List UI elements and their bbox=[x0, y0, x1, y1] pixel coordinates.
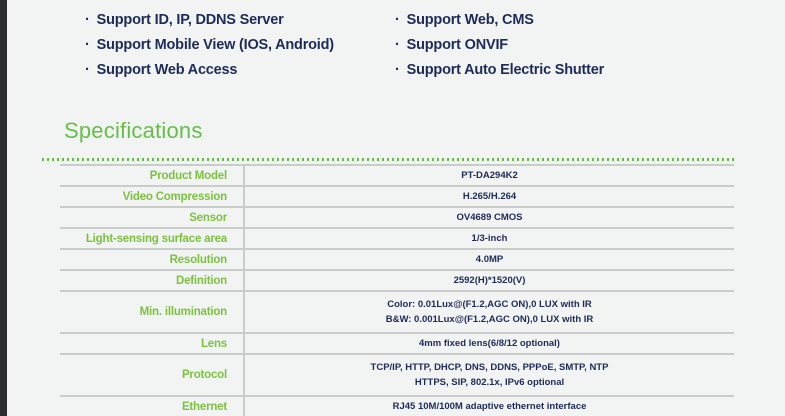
spec-value: RJ45 10M/100M adaptive ethernet interfac… bbox=[245, 397, 734, 416]
bullet-glyph: · bbox=[85, 37, 90, 53]
spec-label: Ethernet bbox=[60, 397, 245, 416]
bullet-glyph: · bbox=[85, 62, 90, 78]
feature-item: · Support ONVIF bbox=[395, 33, 604, 58]
page-left-edge-bar bbox=[0, 0, 7, 416]
spec-row-protocol: Protocol TCP/IP, HTTP, DHCP, DNS, DDNS, … bbox=[60, 355, 734, 397]
feature-text: Support Web, CMS bbox=[406, 12, 534, 28]
spec-label: Sensor bbox=[60, 208, 245, 227]
spec-value: PT-DA294K2 bbox=[245, 166, 734, 185]
spec-value-line: 4mm fixed lens(6/8/12 optional) bbox=[419, 338, 560, 349]
spec-value-line: Color: 0.01Lux@(F1.2,AGC ON),0 LUX with … bbox=[387, 299, 592, 310]
spec-label: Protocol bbox=[60, 355, 245, 395]
feature-item: · Support Web Access bbox=[85, 58, 395, 83]
feature-column-right: · Support Web, CMS · Support ONVIF · Suppor… bbox=[395, 8, 604, 83]
bullet-glyph: · bbox=[395, 12, 400, 28]
feature-text: Support ONVIF bbox=[406, 37, 509, 53]
spec-value: 4.0MP bbox=[245, 250, 734, 269]
spec-value-line: B&W: 0.001Lux@(F1.2,AGC ON),0 LUX with I… bbox=[385, 314, 594, 325]
bullet-glyph: · bbox=[395, 62, 400, 78]
spec-value-line: 2592(H)*1520(V) bbox=[453, 275, 526, 286]
spec-label: Resolution bbox=[60, 250, 245, 269]
feature-item: · Support Mobile View (IOS, Android) bbox=[85, 33, 395, 58]
feature-text: Support Web Access bbox=[96, 62, 238, 78]
spec-row-video-compression: Video Compression H.265/H.264 bbox=[60, 187, 734, 208]
spec-value-line: TCP/IP, HTTP, DHCP, DNS, DDNS, PPPoE, SM… bbox=[370, 362, 609, 373]
spec-value-line: 4.0MP bbox=[475, 254, 504, 265]
feature-text: Support ID, IP, DDNS Server bbox=[96, 12, 284, 28]
spec-label: Video Compression bbox=[60, 187, 245, 206]
spec-value-line: HTTPS, SIP, 802.1x, IPv6 optional bbox=[414, 377, 565, 388]
spec-value: Color: 0.01Lux@(F1.2,AGC ON),0 LUX with … bbox=[245, 292, 734, 332]
spec-value: TCP/IP, HTTP, DHCP, DNS, DDNS, PPPoE, SM… bbox=[245, 355, 734, 395]
spec-value-line: OV4689 CMOS bbox=[456, 212, 523, 223]
spec-row-sensor: Sensor OV4689 CMOS bbox=[60, 208, 734, 229]
feature-item: · Support Web, CMS bbox=[395, 8, 604, 33]
feature-column-left: · Support ID, IP, DDNS Server · Support Mo… bbox=[85, 8, 395, 83]
spec-row-lens: Lens 4mm fixed lens(6/8/12 optional) bbox=[60, 334, 734, 355]
spec-value-line: PT-DA294K2 bbox=[461, 170, 518, 181]
feature-text: Support Mobile View (IOS, Android) bbox=[96, 37, 334, 53]
spec-label: Min. illumination bbox=[60, 292, 245, 332]
feature-text: Support Auto Electric Shutter bbox=[406, 62, 605, 78]
spec-row-definition: Definition 2592(H)*1520(V) bbox=[60, 271, 734, 292]
feature-item: · Support Auto Electric Shutter bbox=[395, 58, 604, 83]
spec-label: Light-sensing surface area bbox=[60, 229, 245, 248]
spec-row-product-model: Product Model PT-DA294K2 bbox=[60, 166, 734, 187]
spec-value: 4mm fixed lens(6/8/12 optional) bbox=[245, 334, 734, 353]
specifications-table: Product Model PT-DA294K2 Video Compressi… bbox=[60, 164, 734, 416]
spec-row-ethernet: Ethernet RJ45 10M/100M adaptive ethernet… bbox=[60, 397, 734, 416]
spec-label: Product Model bbox=[60, 166, 245, 185]
spec-row-min-illumination: Min. illumination Color: 0.01Lux@(F1.2,A… bbox=[60, 292, 734, 334]
spec-row-resolution: Resolution 4.0MP bbox=[60, 250, 734, 271]
spec-label: Lens bbox=[60, 334, 245, 353]
spec-value: OV4689 CMOS bbox=[245, 208, 734, 227]
spec-value-line: RJ45 10M/100M adaptive ethernet interfac… bbox=[392, 401, 587, 412]
bullet-glyph: · bbox=[395, 37, 400, 53]
spec-value: H.265/H.264 bbox=[245, 187, 734, 206]
spec-value: 2592(H)*1520(V) bbox=[245, 271, 734, 290]
feature-item: · Support ID, IP, DDNS Server bbox=[85, 8, 395, 33]
spec-label: Definition bbox=[60, 271, 245, 290]
feature-list: · Support ID, IP, DDNS Server · Support Mo… bbox=[85, 8, 604, 83]
spec-value-line: H.265/H.264 bbox=[462, 191, 517, 202]
spec-row-light-sensing-area: Light-sensing surface area 1/3-inch bbox=[60, 229, 734, 250]
specifications-title: Specifications bbox=[64, 118, 203, 143]
spec-value-line: 1/3-inch bbox=[471, 233, 508, 244]
spec-value: 1/3-inch bbox=[245, 229, 734, 248]
bullet-glyph: · bbox=[85, 12, 90, 28]
dotted-divider bbox=[42, 158, 734, 161]
